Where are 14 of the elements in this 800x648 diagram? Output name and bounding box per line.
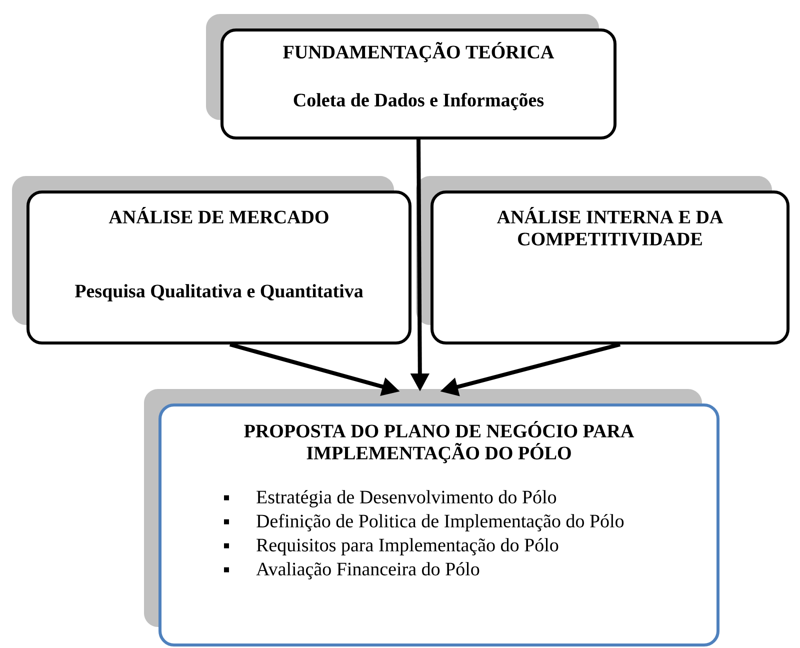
heading: ANÁLISE INTERNA E DA COMPETITIVIDADE: [496, 207, 724, 246]
heading: PROPOSTA DO PLANO DE NEGÓCIO PARA IMPLEMENTAÇÃO DO PÓLO: [244, 421, 634, 464]
heading: FUNDAMENTAÇÃO TEÓRICA: [283, 42, 554, 62]
process-box: [144, 389, 720, 646]
bullet-item: Definição de Politica de Implementação do Pólo: [224, 514, 624, 532]
subheading: Pesquisa Qualitativa e Quantitativa: [74, 284, 364, 302]
process-box: [12, 176, 412, 344]
bullet-item: Avaliação Financeira do Pólo: [224, 562, 480, 580]
heading: ANÁLISE DE MERCADO: [108, 207, 328, 224]
bullet-item: Estratégia de Desenvolvimento do Pólo: [224, 490, 556, 508]
process-box: [416, 176, 790, 344]
process-box: [206, 14, 616, 140]
subheading: Coleta de Dados e Informações: [294, 92, 544, 110]
bullet-item: Requisitos para Implementação do Pólo: [224, 538, 558, 556]
